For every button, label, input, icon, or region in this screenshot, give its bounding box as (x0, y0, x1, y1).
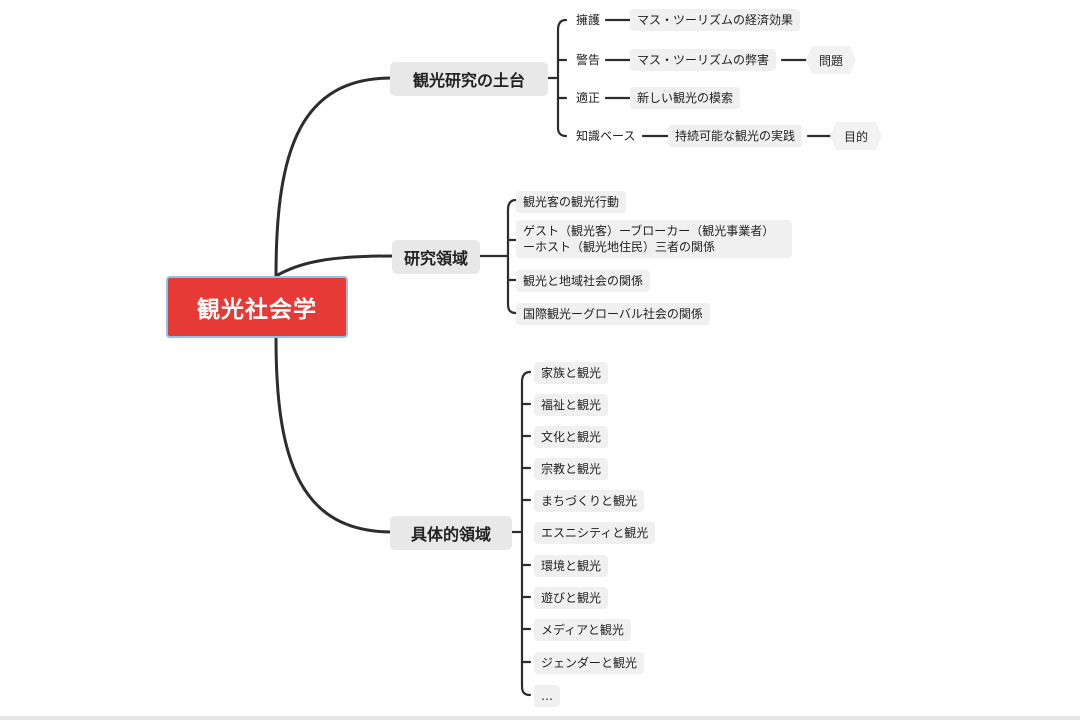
foundation-extra-problem[interactable]: 問題 (806, 46, 856, 74)
branch-concrete[interactable]: 具体的領域 (390, 516, 512, 550)
foundation-tag-proper[interactable]: 適正 (576, 91, 601, 105)
concrete-item-ellipsis[interactable]: … (534, 685, 560, 707)
concrete-item[interactable]: ジェンダーと観光 (534, 652, 645, 674)
concrete-item[interactable]: 福祉と観光 (534, 394, 609, 416)
foundation-tag-warning[interactable]: 警告 (576, 53, 601, 67)
concrete-item[interactable]: まちづくりと観光 (534, 490, 645, 512)
foundation-item-economic-effects[interactable]: マス・ツーリズムの経済効果 (630, 9, 801, 31)
concrete-item[interactable]: 家族と観光 (534, 362, 609, 384)
concrete-item[interactable]: 宗教と観光 (534, 458, 609, 480)
foundation-item-new-tourism[interactable]: 新しい観光の模索 (630, 87, 741, 109)
branch-research[interactable]: 研究領域 (392, 240, 480, 274)
concrete-item[interactable]: メディアと観光 (534, 619, 631, 641)
research-item-three-parties[interactable]: ゲスト（観光客）ーブローカー（観光事業者）ーホスト（観光地住民）三者の関係 (516, 220, 792, 258)
bracket-research (478, 198, 518, 315)
bracket-concrete (510, 370, 532, 697)
research-item-community[interactable]: 観光と地域社会の関係 (516, 270, 651, 292)
foundation-item-sustainable[interactable]: 持続可能な観光の実践 (668, 125, 803, 147)
foundation-tag-advocacy[interactable]: 擁護 (576, 13, 601, 27)
branch-foundation[interactable]: 観光研究の土台 (390, 62, 548, 96)
bottom-scroll-bar (0, 716, 1080, 720)
bracket-foundation (546, 18, 568, 138)
connector-root-concrete (274, 336, 394, 534)
foundation-extra-purpose[interactable]: 目的 (830, 122, 882, 150)
research-item-behavior[interactable]: 観光客の観光行動 (516, 191, 627, 213)
root-topic[interactable]: 観光社会学 (166, 276, 348, 338)
concrete-item[interactable]: エスニシティと観光 (534, 522, 656, 544)
connector-root-foundation (274, 76, 394, 278)
connector-root-research (274, 254, 394, 278)
concrete-item[interactable]: 遊びと観光 (534, 587, 609, 609)
foundation-item-harmful-effects[interactable]: マス・ツーリズムの弊害 (630, 49, 777, 71)
foundation-tag-knowledge-base[interactable]: 知識ベース (576, 129, 636, 143)
concrete-item[interactable]: 環境と観光 (534, 555, 609, 577)
research-item-global[interactable]: 国際観光ーグローバル社会の関係 (516, 303, 710, 325)
concrete-item[interactable]: 文化と観光 (534, 426, 609, 448)
